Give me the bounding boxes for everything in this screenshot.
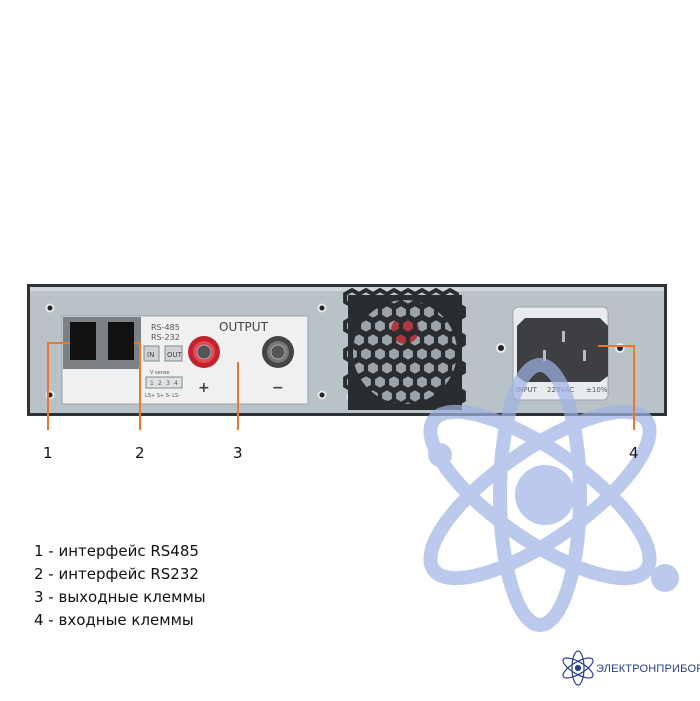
input-label: INPUT [516, 386, 538, 394]
rear-panel: RS-485 RS-232 IN OUT V sense 1 2 3 4 LS+… [27, 284, 667, 416]
legend-item: 3 - выходные клеммы [34, 588, 206, 606]
legend-item: 2 - интерфейс RS232 [34, 565, 199, 583]
port-label-rs485: RS-485 [151, 323, 180, 332]
callout-4: 4 [629, 444, 639, 462]
brand-name: ЭЛЕКТРОНПРИБОР [596, 663, 700, 675]
vsense-pin: 4 [174, 380, 178, 387]
fan-grill [343, 287, 466, 410]
callout-1: 1 [43, 444, 53, 462]
rs232-port[interactable] [108, 322, 134, 360]
callout-2: 2 [135, 444, 145, 462]
watermark-atom-icon [423, 358, 679, 632]
out-button[interactable]: OUT [167, 351, 183, 359]
vsense-pin: 1 [150, 380, 154, 387]
callout-lines [47, 342, 635, 430]
port-label-rs232: RS-232 [151, 333, 180, 342]
vsense-label: V sense [150, 370, 170, 376]
negative-terminal[interactable] [262, 336, 294, 368]
tolerance-label: ±10% [586, 386, 608, 394]
in-button[interactable]: IN [147, 351, 154, 359]
rs485-port[interactable] [70, 322, 96, 360]
callout-3: 3 [233, 444, 243, 462]
legend: 1 - интерфейс RS485 2 - интерфейс RS232 … [34, 540, 206, 632]
minus-label: − [272, 380, 284, 396]
output-title: OUTPUT [219, 320, 269, 334]
vsense-pin-labels: LS+ S+ S- LS- [145, 393, 180, 399]
vsense-pin: 2 [158, 380, 162, 387]
brand-logo-icon [562, 650, 594, 686]
legend-item: 1 - интерфейс RS485 [34, 542, 199, 560]
legend-item: 4 - входные клеммы [34, 611, 194, 629]
plus-label: + [198, 380, 210, 396]
fan-hex [448, 385, 466, 407]
vsense-connector[interactable] [145, 376, 183, 389]
vsense-pin: 3 [166, 380, 170, 387]
positive-terminal[interactable] [188, 336, 220, 368]
